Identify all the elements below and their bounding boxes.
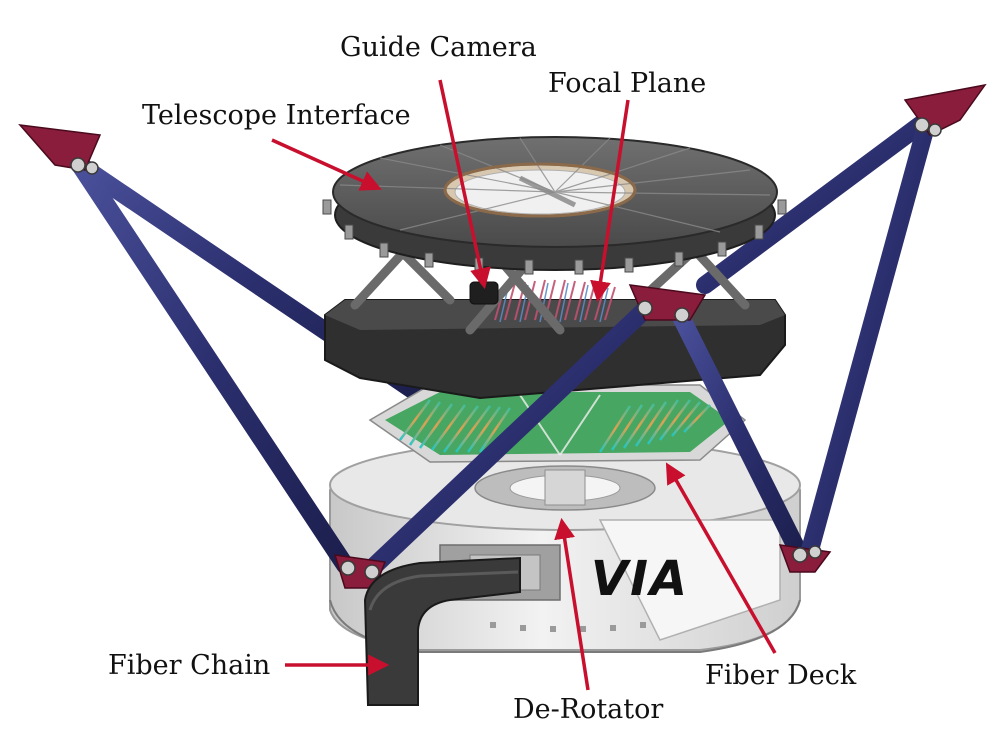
arrow-de-rotator — [554, 517, 590, 691]
arrow-focal-plane — [590, 99, 630, 303]
label-focal-plane: Focal Plane — [548, 68, 706, 99]
arrow-telescope-interface — [271, 138, 382, 191]
arrow-fiber-deck — [665, 462, 777, 654]
telescope-interface-ring — [322, 136, 787, 275]
label-fiber-chain: Fiber Chain — [108, 650, 270, 681]
hexapod-struts-front — [71, 121, 934, 579]
label-fiber-deck: Fiber Deck — [705, 660, 857, 691]
arrow-guide-camera — [438, 79, 491, 290]
callout-labels: Guide Camera Focal Plane Telescope Inter… — [108, 32, 857, 725]
fiber-chain — [363, 556, 521, 706]
callout-arrows — [271, 79, 777, 691]
via-logo: VIA — [591, 551, 689, 607]
fiber-deck — [368, 384, 747, 463]
strut-joints — [70, 117, 942, 580]
label-telescope-interface: Telescope Interface — [142, 100, 411, 131]
label-de-rotator: De-Rotator — [513, 694, 663, 725]
label-guide-camera: Guide Camera — [340, 32, 537, 63]
